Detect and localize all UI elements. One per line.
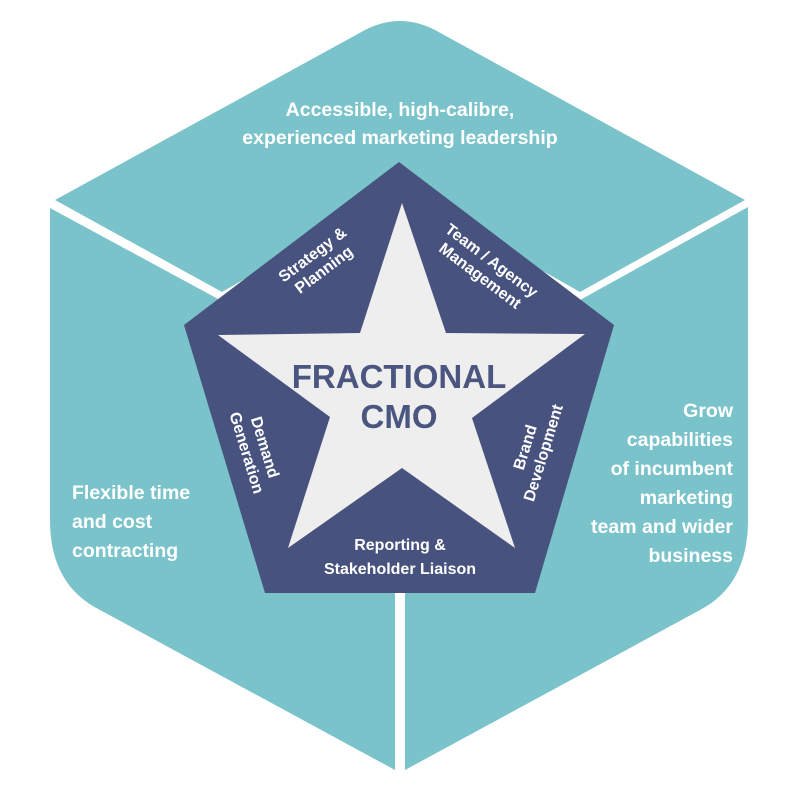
outer-label-left-line: contracting [72, 540, 178, 562]
outer-label-left-line: Flexible time [72, 482, 190, 504]
outer-label-right-line: team and wider [591, 516, 733, 538]
outer-label-top: Accessible, high-calibre, experienced ma… [242, 99, 557, 149]
center-title-line1: FRACTIONAL [292, 358, 506, 395]
segment-label-line: Stakeholder Liaison [324, 561, 476, 578]
outer-label-top-line: Accessible, high-calibre, [286, 99, 515, 121]
outer-label-right: Grow capabilities of incumbent marketing… [591, 400, 734, 567]
outer-label-left: Flexible time and cost contracting [72, 482, 190, 562]
segment-label-reporting: Reporting & Stakeholder Liaison [324, 537, 476, 578]
outer-label-right-line: capabilities [627, 429, 733, 451]
center-title-line2: CMO [361, 398, 438, 435]
outer-label-right-line: of incumbent [611, 458, 734, 480]
segment-label-line: Reporting & [354, 537, 446, 554]
outer-panel-top [55, 21, 745, 292]
star [218, 203, 585, 548]
outer-label-top-line: experienced marketing leadership [242, 127, 557, 149]
outer-label-right-line: marketing [640, 487, 733, 509]
outer-label-right-line: business [648, 545, 733, 567]
outer-label-right-line: Grow [683, 400, 734, 422]
outer-label-left-line: and cost [72, 511, 153, 533]
